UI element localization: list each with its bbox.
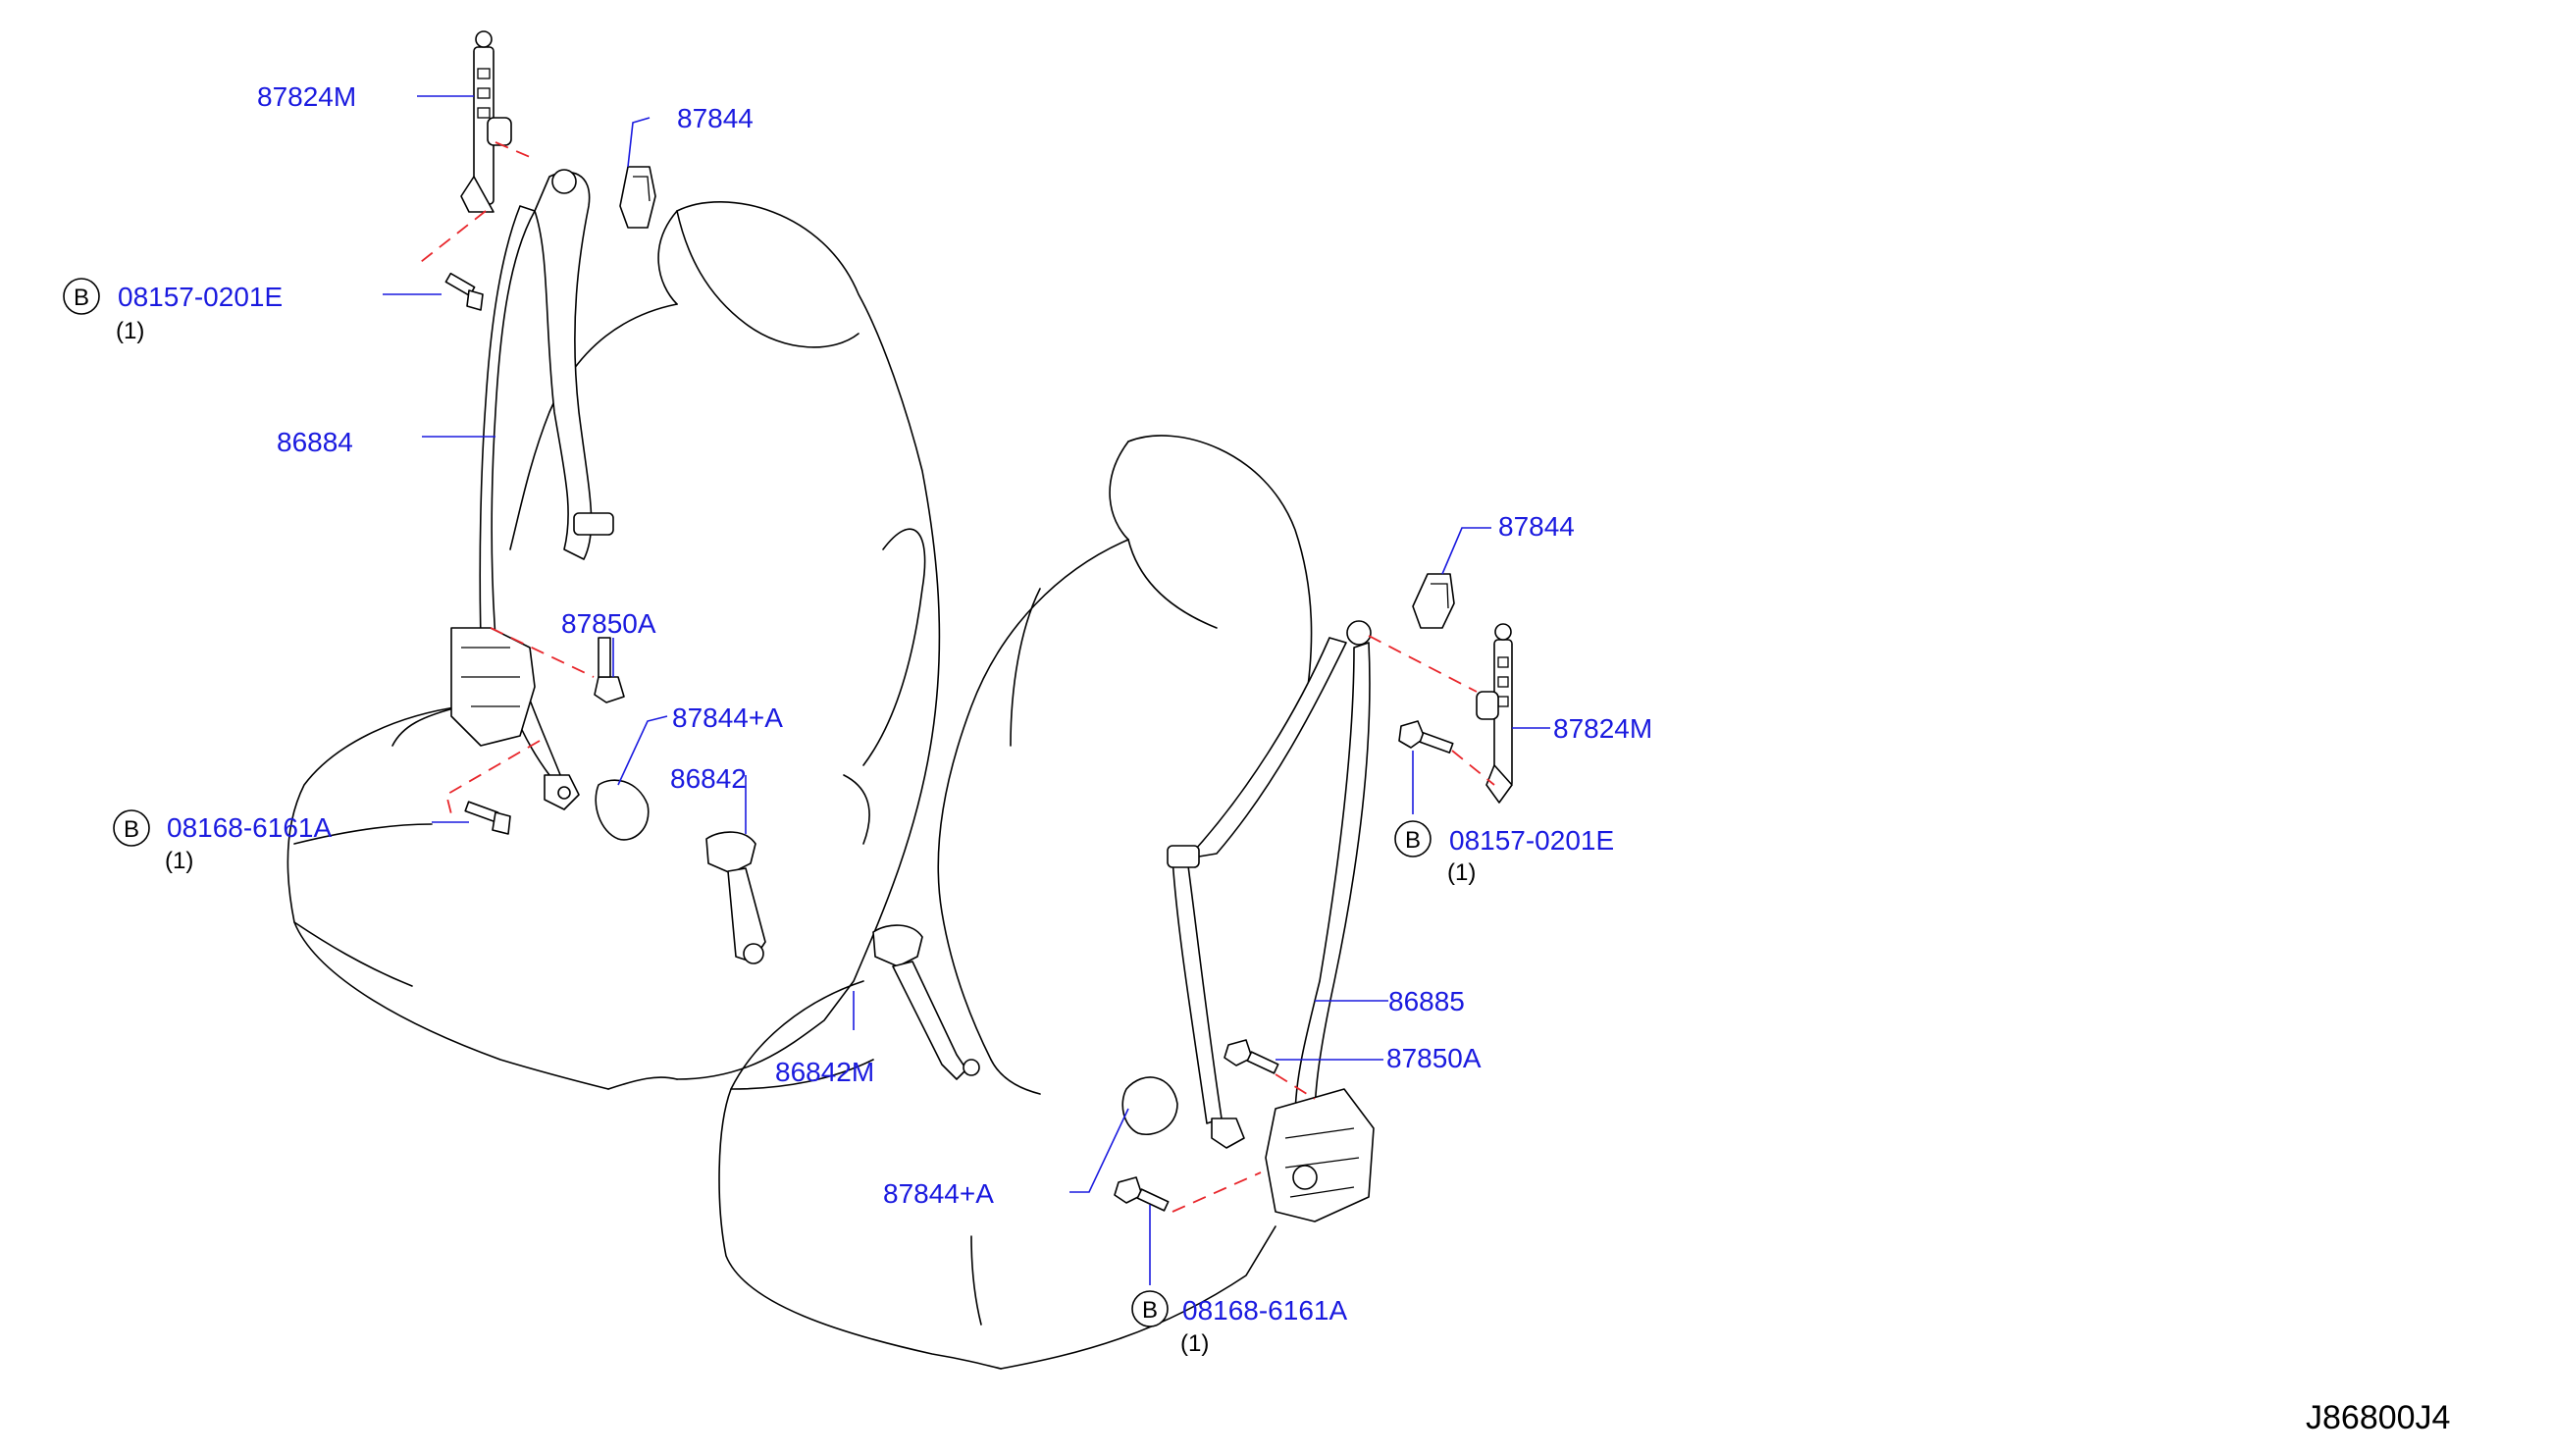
left-bolt-upper-badge: [63, 278, 100, 315]
label-left-bolt-upper: 08157-0201E: [118, 282, 283, 312]
label-right-87824m: 87824M: [1553, 713, 1652, 744]
left-bolt-lower-badge-letter: B: [124, 816, 139, 843]
right-bolt-lower-badge: [1131, 1290, 1169, 1327]
leader-lines: [383, 95, 1550, 1285]
left-seat-outline: [286, 200, 941, 1090]
label-left-bolt-lower: 08168-6161A: [167, 812, 332, 843]
left-buckle: [705, 831, 766, 964]
label-right-bolt-lower-qty: (1): [1180, 1330, 1209, 1357]
left-anchor-cover: [595, 779, 650, 841]
label-left-87850a: 87850A: [561, 608, 656, 639]
label-right-86885: 86885: [1388, 986, 1465, 1016]
left-bolt-upper-badge-letter: B: [74, 285, 89, 311]
right-clip: [1412, 573, 1455, 629]
right-bolt-lower-icon: [1114, 1176, 1170, 1212]
left-bolt-87850a-icon: [594, 637, 625, 703]
label-right-87844a: 87844+A: [883, 1178, 994, 1209]
right-bolt-87850a-icon: [1224, 1039, 1279, 1074]
right-bolt-upper-badge: [1394, 820, 1432, 858]
label-left-87844a: 87844+A: [672, 702, 783, 733]
label-right-86842m: 86842M: [775, 1057, 874, 1087]
label-right-bolt-upper-qty: (1): [1447, 859, 1476, 886]
right-buckle: [872, 924, 980, 1080]
right-anchor-cover: [1121, 1076, 1178, 1135]
right-height-adjuster: [1476, 623, 1513, 804]
label-left-86884: 86884: [277, 427, 353, 457]
label-left-87844: 87844: [677, 103, 754, 133]
right-installation-lines: [1172, 635, 1495, 1213]
label-left-bolt-upper-qty: (1): [116, 318, 144, 344]
left-height-adjuster: [460, 30, 512, 213]
right-bolt-lower-badge-letter: B: [1142, 1297, 1158, 1324]
left-bolt-upper-icon: [444, 272, 484, 311]
label-right-87850a: 87850A: [1386, 1043, 1482, 1073]
label-right-bolt-lower: 08168-6161A: [1182, 1295, 1347, 1326]
label-left-bolt-lower-qty: (1): [165, 848, 193, 874]
right-bolt-upper-icon: [1398, 720, 1454, 754]
label-right-87844: 87844: [1498, 511, 1575, 542]
left-installation-lines: [416, 141, 595, 815]
left-bolt-lower-icon: [464, 801, 511, 835]
diagram-code: J86800J4: [2306, 1399, 2450, 1436]
right-bolt-upper-badge-letter: B: [1405, 827, 1421, 854]
label-left-87824m: 87824M: [257, 81, 356, 112]
left-clip: [619, 166, 656, 229]
left-belt-webbing: [450, 169, 614, 810]
label-right-bolt-upper: 08157-0201E: [1449, 825, 1614, 856]
right-seat-outline: [718, 435, 1313, 1370]
label-left-86842: 86842: [670, 763, 747, 794]
left-bolt-lower-badge: [113, 809, 150, 847]
right-belt-webbing: [1167, 620, 1375, 1222]
